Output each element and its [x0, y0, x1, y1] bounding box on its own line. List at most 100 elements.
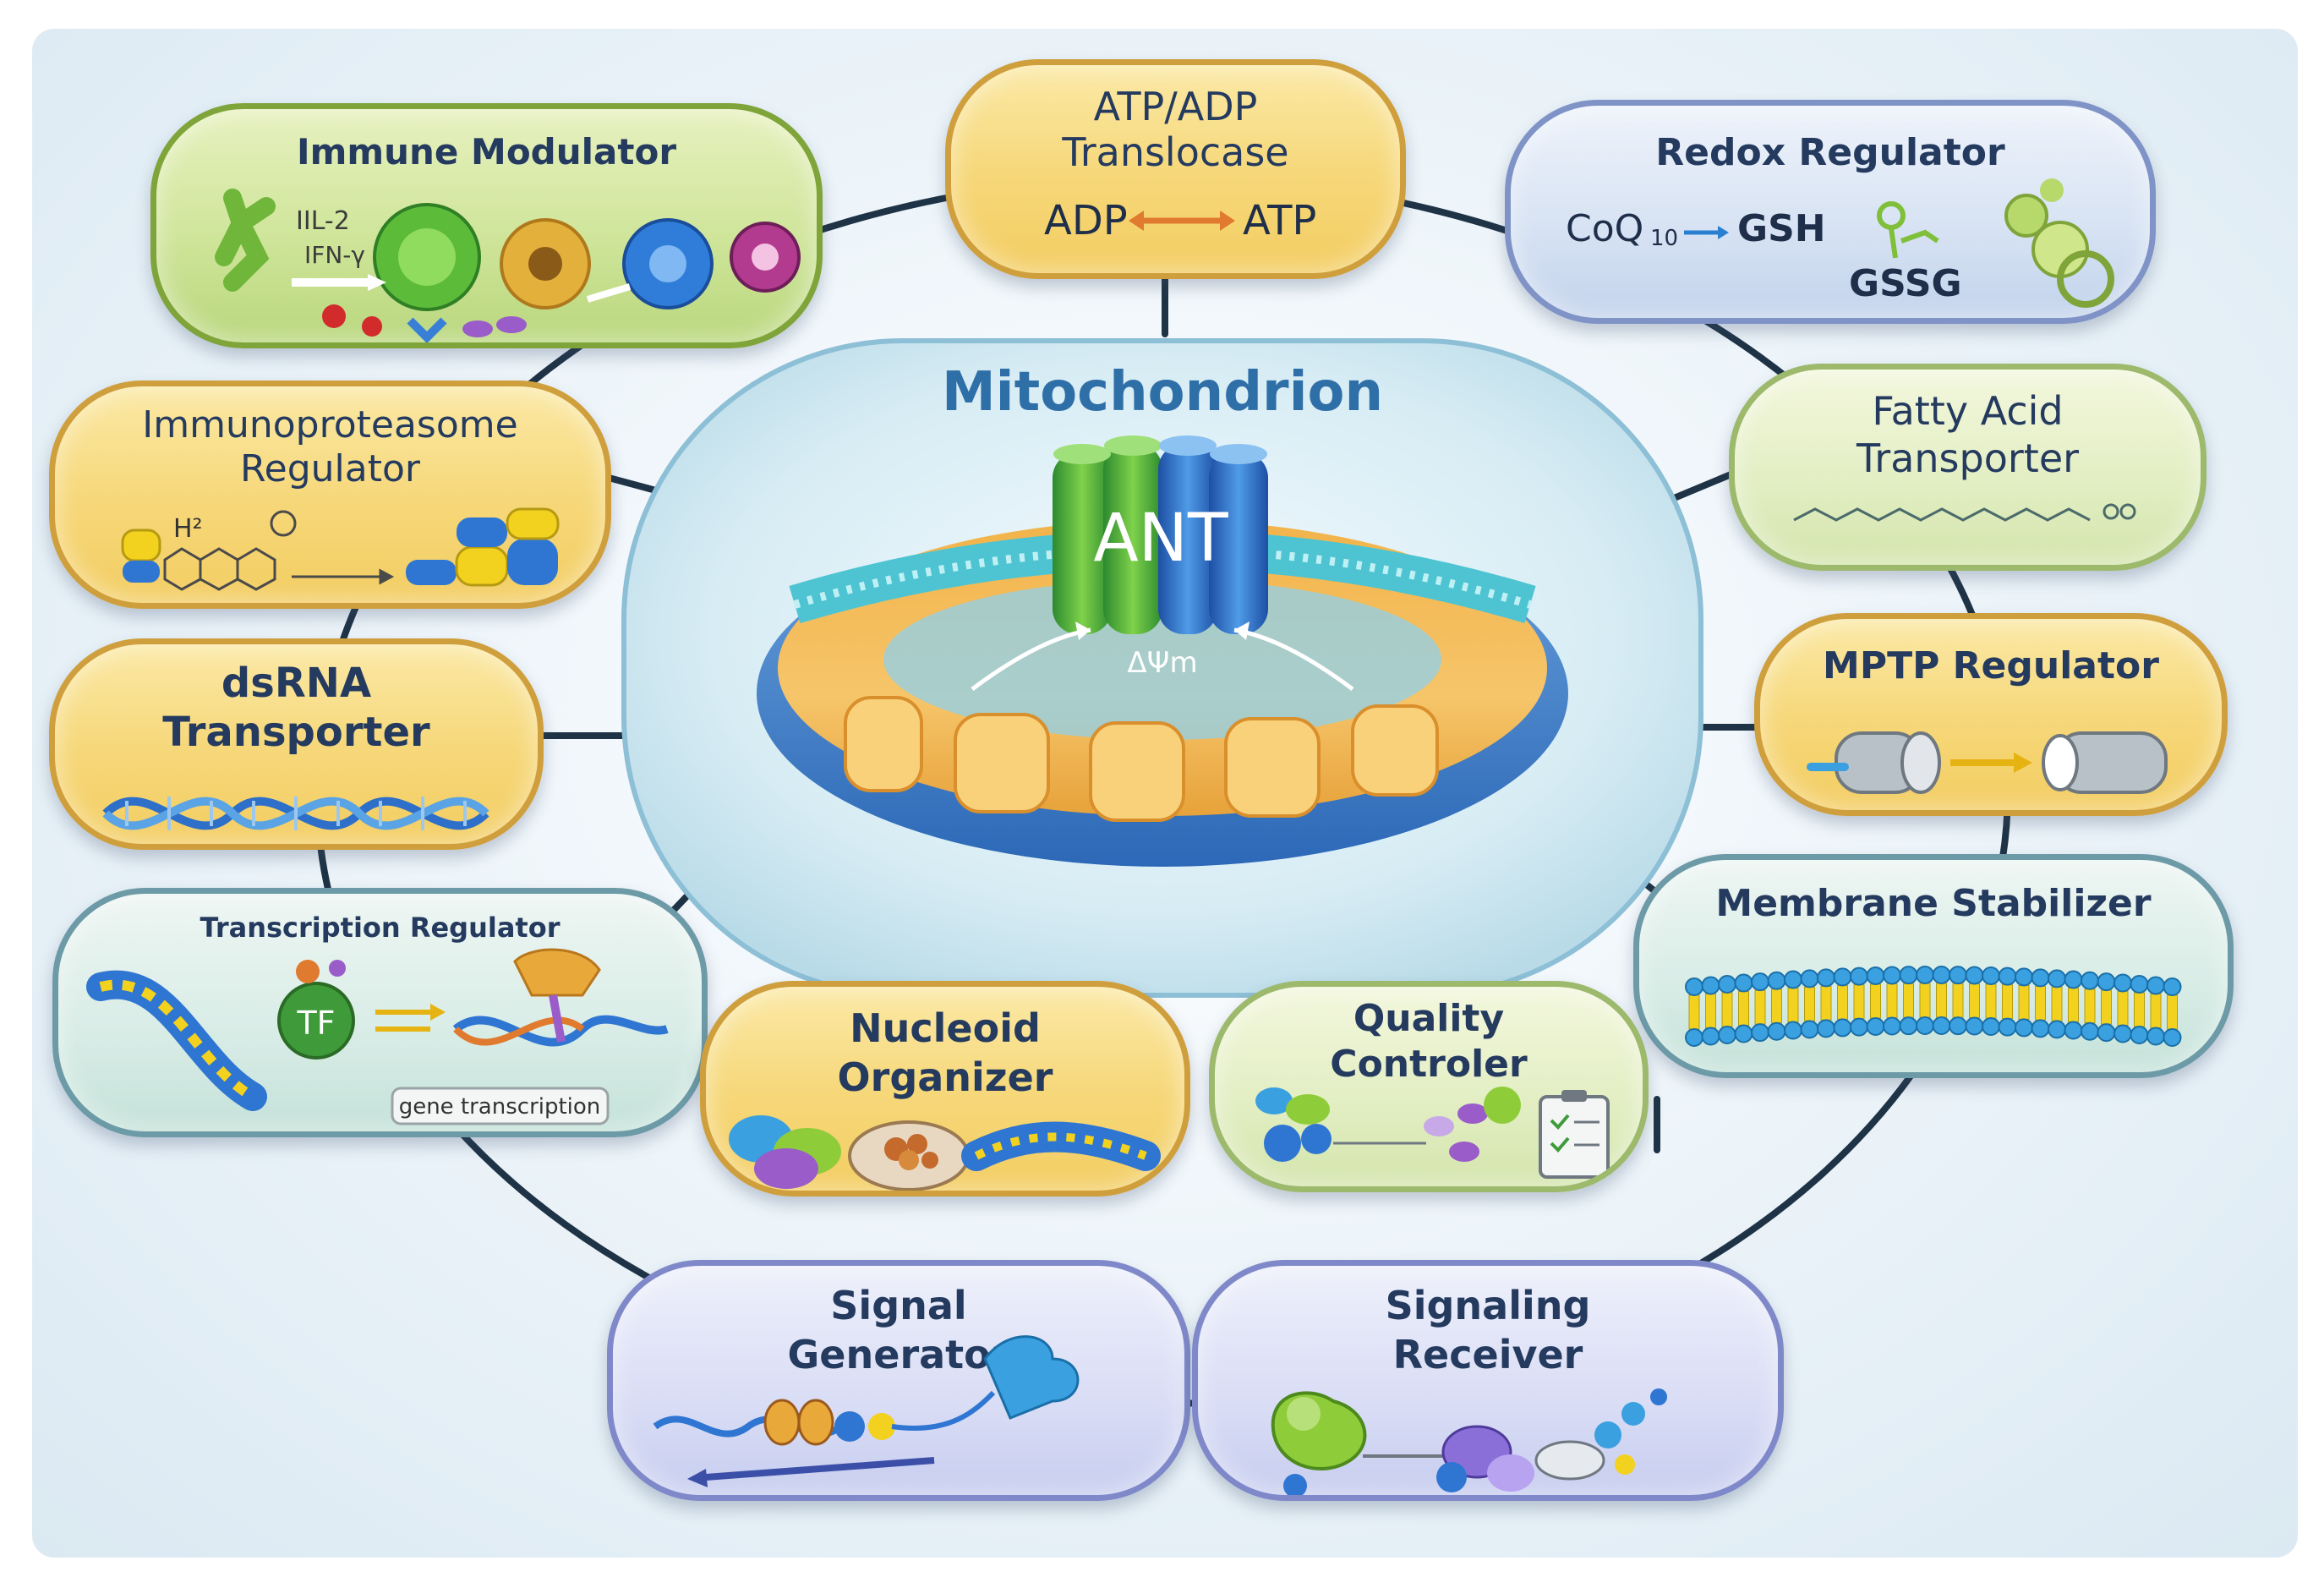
ifn-label: IFN-γ	[304, 241, 365, 269]
lipid-tail	[1985, 983, 1997, 1019]
lipid-head	[1817, 968, 1835, 988]
card-membrane-stabilizer: Membrane Stabilizer	[1633, 854, 2234, 1078]
lipid-head	[1998, 1017, 2017, 1037]
card-dsrna-transporter: dsRNA Transporter	[49, 638, 544, 850]
coq-subscript: 10	[1650, 226, 1678, 251]
lipid-head	[1685, 1028, 1703, 1047]
lipid-head	[1850, 1017, 1868, 1037]
lipid-head	[1932, 1016, 1951, 1036]
lipid-head	[2015, 1018, 2033, 1038]
lipid-tail	[2068, 988, 2079, 1023]
redox-molecule-icon	[1877, 178, 2114, 308]
inner-glow	[883, 579, 1441, 740]
card-immune-modulator: Immune Modulator IIL-2	[150, 103, 823, 348]
dsrna-title-2: Transporter	[162, 709, 430, 756]
mptp-title: MPTP Regulator	[1823, 644, 2159, 687]
lipid-head	[2130, 974, 2149, 994]
fatty-acid-chain-icon	[1793, 503, 2136, 522]
exchange-arrow-icon	[1129, 211, 1235, 231]
lipid-head	[1718, 974, 1736, 994]
lipid-head	[2163, 1028, 2182, 1047]
lipid-head	[1965, 966, 1984, 985]
lipid-head	[1998, 966, 2017, 986]
ant-label: ANT	[1093, 501, 1228, 577]
lipid-head	[1800, 1020, 1819, 1039]
lipid-tail	[2117, 991, 2129, 1027]
membrane-bilayer-icon	[1685, 966, 2182, 1047]
signal-gen-title-2: Generator	[787, 1332, 1010, 1377]
immune-modulator-title: Immune Modulator	[296, 131, 677, 172]
lipid-head	[1949, 966, 1967, 985]
tf-label: TF	[296, 1005, 335, 1042]
lipid-tail	[1870, 983, 1881, 1019]
lipid-tail	[2167, 994, 2178, 1030]
mptp-pore-icon	[1807, 731, 2168, 794]
lipid-head	[1916, 1016, 1934, 1036]
card-mptp-regulator: MPTP Regulator	[1754, 613, 2228, 816]
lipid-tail	[1886, 983, 1898, 1019]
atp-exchange-illustration: ADP ATP	[1044, 197, 1316, 244]
lipid-tail	[1903, 983, 1914, 1018]
nucleoid-title-1: Nucleoid	[850, 1005, 1041, 1051]
lipid-head	[1767, 1021, 1786, 1041]
bilayer-stripes	[793, 545, 1532, 609]
lipid-head	[2081, 971, 2099, 990]
lipid-head	[1718, 1025, 1736, 1044]
lipid-head	[2048, 969, 2066, 988]
dsrna-helix-icon	[102, 797, 489, 830]
lipid-head	[1833, 967, 1852, 987]
lipid-head	[1866, 966, 1885, 985]
lipid-head	[1866, 1016, 1885, 1036]
card-fatty-acid-transporter: Fatty Acid Transporter	[1729, 364, 2206, 571]
lipid-head	[2097, 972, 2116, 992]
immunoproteasome-title-2: Regulator	[240, 447, 420, 490]
lipid-head	[1850, 966, 1868, 986]
redox-title: Redox Regulator	[1655, 131, 2005, 174]
quality-title-1: Quality	[1353, 997, 1505, 1040]
nucleoid-illustration	[729, 1115, 1161, 1191]
card-signal-generator: Signal Generator	[607, 1260, 1190, 1501]
transcription-title: Transcription Regulator	[200, 912, 560, 944]
lipid-head	[1916, 966, 1934, 985]
gene-transcription-box	[391, 1087, 610, 1125]
card-transcription-regulator: Transcription Regulator TF gene transcri…	[52, 888, 708, 1137]
lipid-head	[2064, 970, 2083, 989]
quality-illustration	[1255, 1087, 1610, 1179]
lipid-head	[2064, 1021, 2083, 1040]
lipid-head	[1701, 1027, 1720, 1046]
lipid-tail	[2035, 985, 2046, 1021]
lipid-tail	[1853, 984, 1865, 1020]
lipid-head	[1883, 966, 1901, 985]
lipid-head	[1932, 966, 1951, 985]
signal-rec-title-1: Signaling	[1385, 1283, 1591, 1328]
lipid-head	[2081, 1021, 2099, 1041]
lipid-tail	[1919, 983, 1931, 1018]
lipid-tail	[2018, 984, 2030, 1020]
lipid-head	[1982, 1016, 2000, 1036]
lipid-head	[1685, 977, 1703, 996]
lipid-head	[1965, 1016, 1984, 1036]
lipid-tail	[1952, 983, 1964, 1018]
lipid-head	[2163, 977, 2182, 996]
lipid-tail	[1771, 988, 1782, 1024]
membrane-title: Membrane Stabilizer	[1715, 882, 2152, 925]
lipid-tail	[1721, 992, 1733, 1027]
il2-label: IIL-2	[296, 206, 350, 236]
lipid-tail	[1738, 991, 1749, 1027]
lipid-head	[1784, 1021, 1802, 1040]
lipid-head	[1833, 1018, 1852, 1038]
lipid-tail	[1837, 984, 1848, 1020]
checklist-icon	[1539, 1095, 1610, 1179]
lipid-tail	[2051, 986, 2063, 1021]
atp-label: ATP	[1243, 197, 1316, 244]
card-signaling-receiver: Signaling Receiver	[1192, 1260, 1784, 1501]
lipid-head	[2031, 968, 2050, 988]
lipid-tail	[1969, 983, 1980, 1019]
card-quality-controler: Quality Controler	[1209, 981, 1649, 1192]
lipid-head	[2048, 1020, 2066, 1039]
lipid-tail	[2101, 989, 2112, 1025]
fatty-acid-title-1: Fatty Acid	[1872, 388, 2064, 434]
lipid-head	[2113, 973, 2132, 993]
mitochondrion-panel: Mitochondrion ANT ΔΨm	[617, 334, 1708, 1002]
